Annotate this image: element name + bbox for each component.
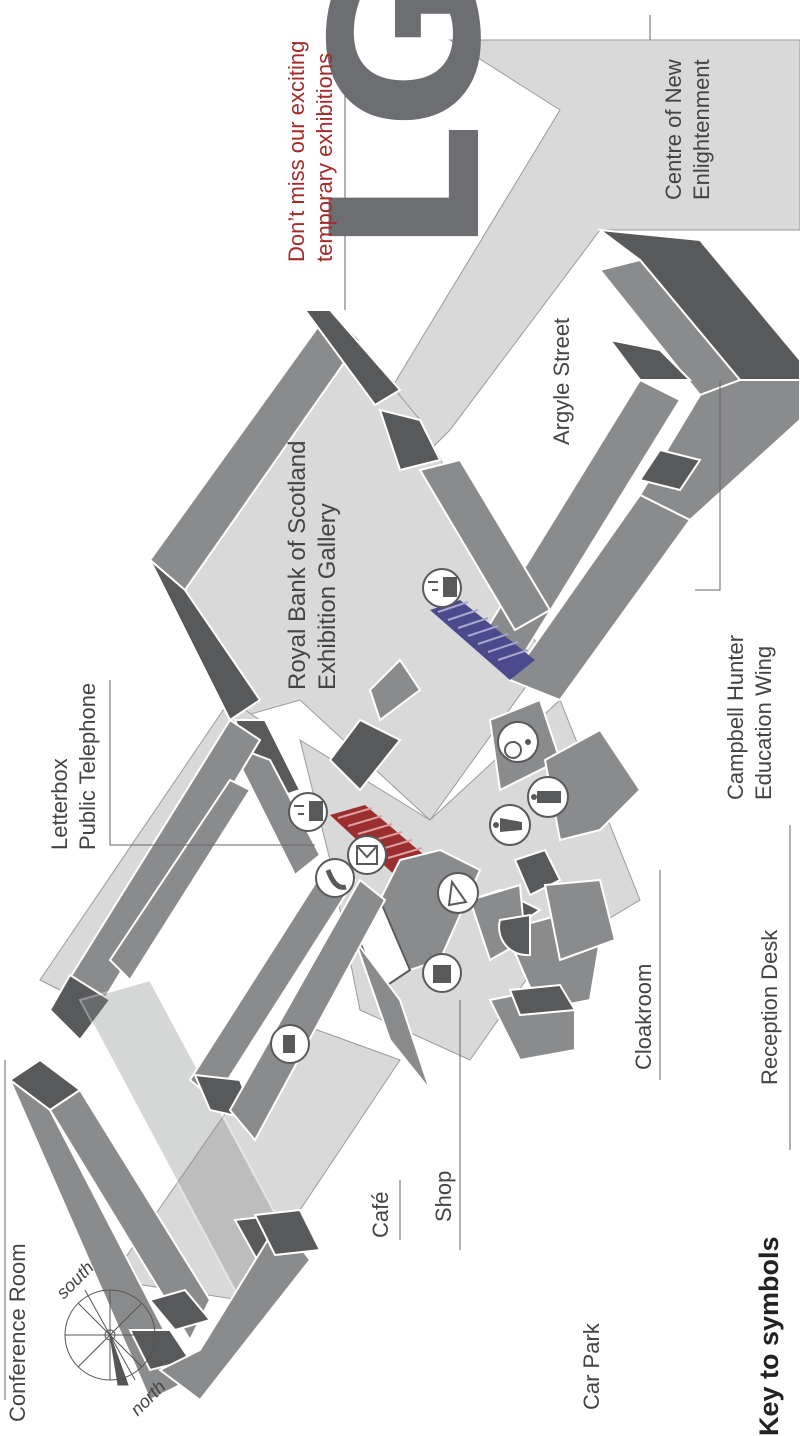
cloakroom-icon	[437, 872, 479, 914]
gallery-line-2: Exhibition Gallery	[314, 503, 341, 690]
toilet-accessible-icon	[497, 721, 539, 763]
label-shop: Shop	[431, 1170, 456, 1222]
education-line-1: Campbell Hunter	[723, 634, 748, 800]
label-conference: Conference Room	[5, 1243, 30, 1422]
reception-desk	[498, 913, 531, 957]
label-cafe: Café	[368, 1191, 393, 1238]
label-education: Campbell Hunter Education Wing	[722, 635, 778, 800]
compass-rose	[64, 1289, 156, 1386]
letterbox-icon	[347, 835, 387, 875]
promo-line-2: temporary exhibitions	[312, 52, 337, 262]
education-line-2: Education Wing	[751, 645, 776, 800]
lift-icon-2	[288, 792, 328, 832]
label-cloakroom: Cloakroom	[631, 963, 656, 1070]
label-reception: Reception Desk	[757, 929, 782, 1085]
conference-walls	[7, 1058, 322, 1402]
label-letterbox: Letterbox Public Telephone	[46, 683, 102, 850]
telephone-icon	[315, 858, 355, 898]
toilet-male-icon	[527, 776, 569, 818]
key-title: Key to symbols	[754, 1236, 784, 1436]
label-leaders	[4, 15, 791, 1400]
toilet-female-icon	[489, 804, 531, 846]
map-symbols	[270, 568, 569, 1064]
promo-text: Don’t miss our exciting temporary exhibi…	[283, 41, 339, 262]
floor-title: LG	[289, 0, 527, 255]
west-walls	[48, 718, 387, 1302]
promo-line-1: Don’t miss our exciting	[284, 40, 309, 262]
label-enlightenment: Centre of New Enlightenment	[660, 59, 716, 200]
enlightenment-line-2: Enlightenment	[689, 59, 714, 200]
upper-corridor-floor	[359, 39, 800, 461]
label-carpark: Car Park	[579, 1323, 604, 1410]
street-label: Argyle Street	[549, 317, 574, 445]
letterbox-line-1: Letterbox	[47, 758, 72, 850]
lift-icon	[422, 568, 462, 608]
gallery-line-1: Royal Bank of Scotland	[284, 440, 311, 690]
cafe-icon	[270, 1024, 310, 1064]
stairs-blue	[430, 600, 535, 680]
letterbox-line-2: Public Telephone	[75, 682, 100, 850]
enlightenment-line-1: Centre of New	[661, 59, 686, 200]
shop-icon	[422, 953, 462, 993]
gallery-walls	[148, 308, 552, 877]
label-gallery: Royal Bank of Scotland Exhibition Galler…	[283, 441, 343, 690]
